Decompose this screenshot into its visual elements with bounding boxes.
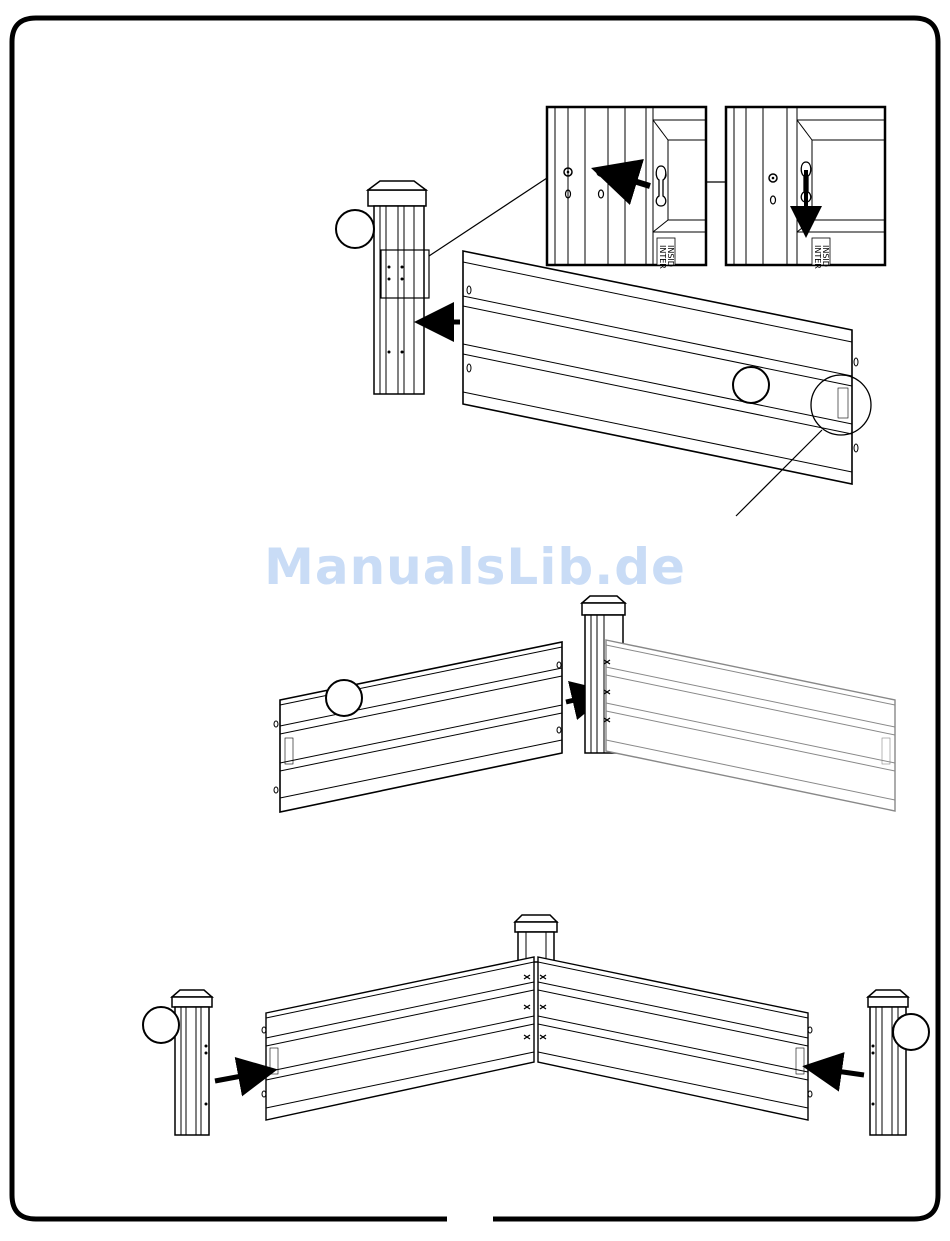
callout-circle-icon [143,1007,179,1043]
post-icon [172,990,212,1135]
panel-icon [604,640,895,811]
panel-icon [274,642,562,812]
post-icon [515,915,557,962]
callout-circle-icon [733,367,769,403]
detail-box-1: INSID INTER [547,107,706,269]
arrow-icon [215,1073,258,1081]
detail-box-2: INSID INTER [726,107,885,269]
panel-icon [524,957,812,1120]
detail-label-4: INTER [813,245,822,269]
callout-circle-icon [336,210,374,248]
post-icon [868,990,908,1135]
callout-circle-icon [326,680,362,716]
arrow-icon [822,1069,864,1075]
watermark: ManualsLib.de [0,538,950,596]
panel-icon [463,251,858,484]
post-icon [368,181,429,394]
panel-icon [262,957,534,1120]
callout-circle-icon [893,1014,929,1050]
detail-label-2: INTER [658,245,667,269]
